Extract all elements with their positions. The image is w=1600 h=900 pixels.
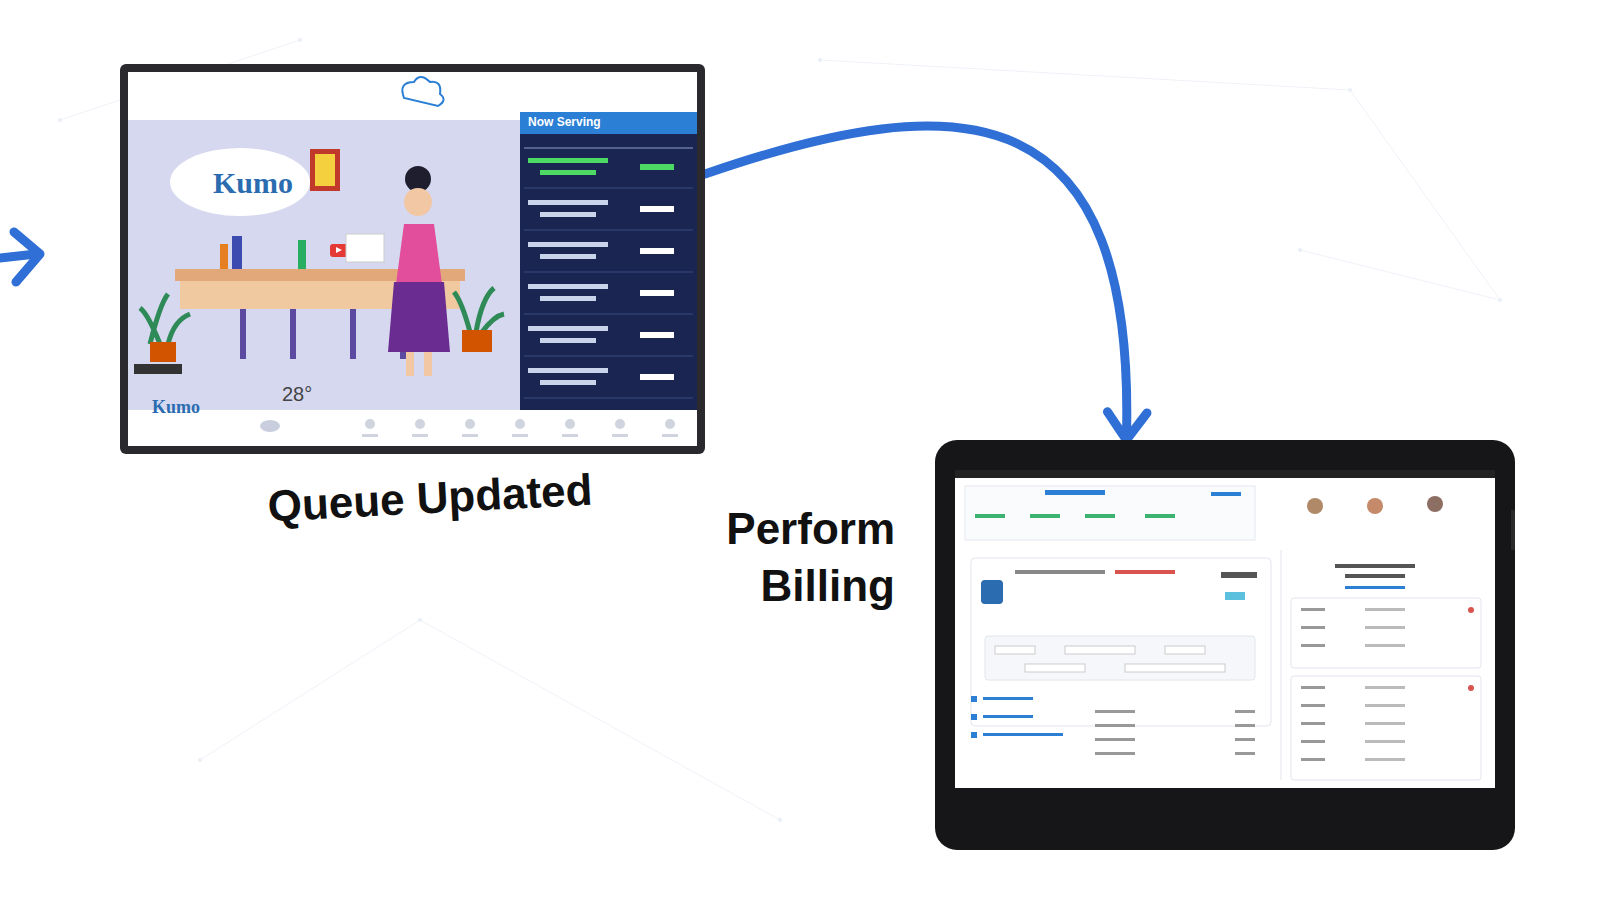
logo-text: Kumo: [213, 166, 293, 200]
tv-screen: Queue Updated: [120, 64, 705, 454]
flow-arrow: [705, 126, 1147, 440]
step-label: Queue Updated: [219, 458, 641, 537]
tv-screen-art: [120, 64, 705, 454]
temperature: 28°: [282, 383, 312, 406]
arrowhead: [1107, 412, 1146, 440]
step-label: Perform Billing: [675, 500, 895, 614]
panel-heading: Now Serving: [528, 115, 601, 129]
logo-text: Kumo: [152, 397, 200, 418]
tablet-screen-art: [935, 440, 1515, 850]
incoming-arrow: [0, 254, 36, 258]
tablet-screen: Perform Billing: [935, 440, 1515, 850]
incoming-arrowhead: [14, 232, 40, 282]
arrow-line: [705, 126, 1127, 440]
